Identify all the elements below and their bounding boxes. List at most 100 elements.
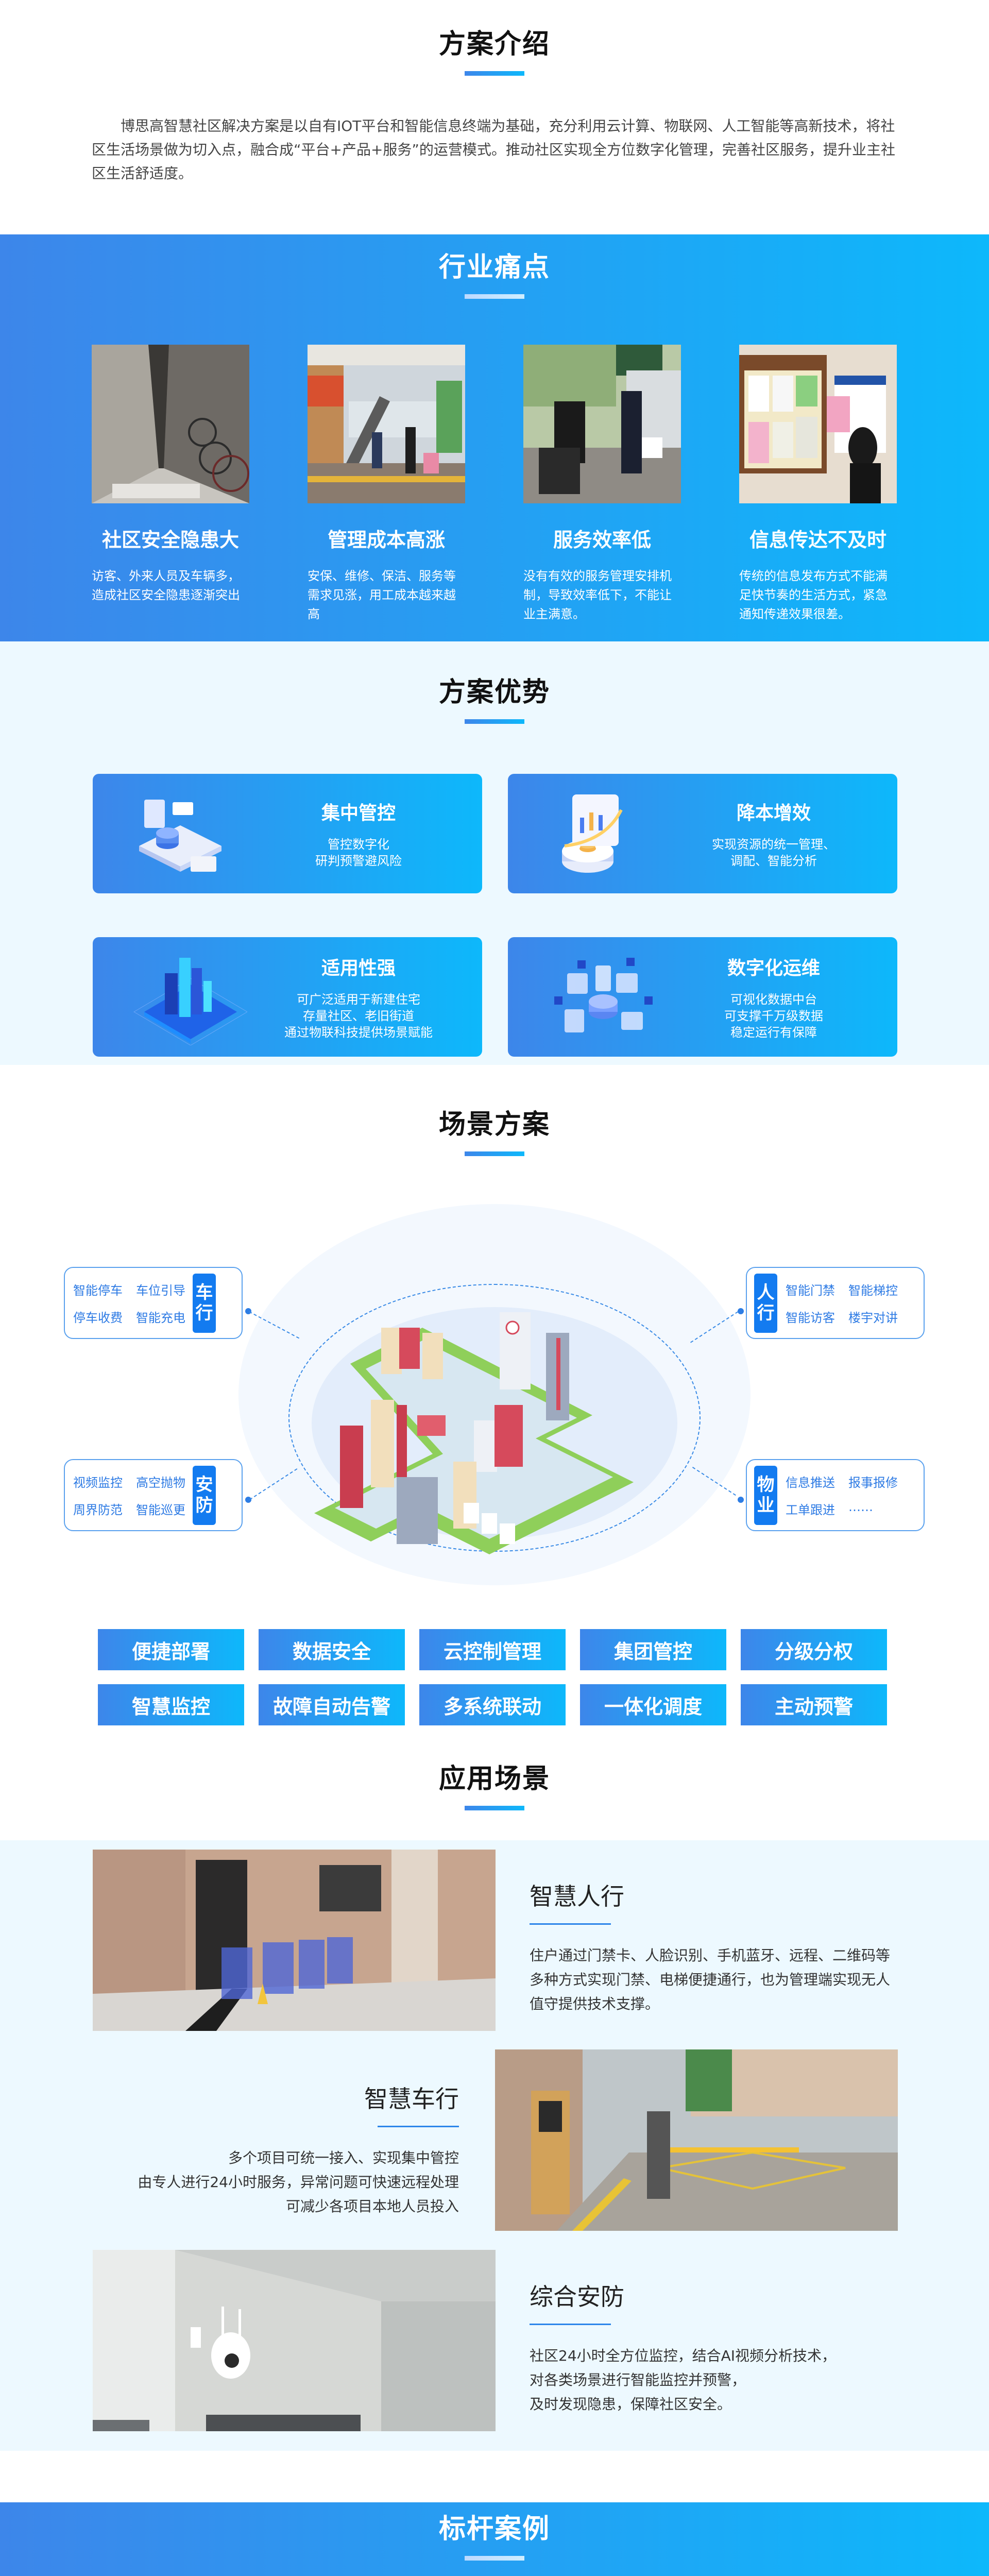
scene-item: 报事报修 (848, 1476, 898, 1490)
scene-item: 停车收费 (73, 1311, 123, 1325)
title-underline (465, 719, 524, 724)
pain-point-title: 信息传达不及时 (749, 529, 886, 551)
scene-tag-property: 物业 (754, 1465, 777, 1525)
scene-item: …… (848, 1500, 873, 1514)
application-row: 智慧车行 多个项目可统一接入、实现集中管控 由专人进行24小时服务，异常问题可快… (93, 2049, 898, 2231)
intro-section: 方案介绍 博思高智慧社区解决方案是以自有IOT平台和智能信息终端为基础，充分利用… (0, 0, 989, 234)
application-row: 综合安防 社区24小时全方位监控，结合AI视频分析技术， 对各类场景进行智能监控… (93, 2250, 898, 2431)
advantage-card: 降本增效 实现资源的统一管理、 调配、智能分析 (508, 774, 897, 893)
pain-point-title: 服务效率低 (553, 529, 651, 551)
data-network-illustration (554, 958, 653, 1032)
section-title-pain-points: 行业痛点 (438, 252, 550, 283)
advantage-line: 实现资源的统一管理、 (712, 837, 835, 852)
advantage-title: 数字化运维 (727, 958, 820, 979)
advantages-section: 方案优势 集中管控 管控数字化 研判预警避风险 (0, 641, 989, 1065)
scene-item: 周界防范 (73, 1503, 123, 1517)
pain-point-title: 管理成本高涨 (327, 529, 445, 551)
advantage-line: 通过物联科技提供场景赋能 (284, 1025, 433, 1040)
intro-paragraph: 博思高智慧社区解决方案是以自有IOT平台和智能信息终端为基础，充分利用云计算、物… (92, 117, 895, 182)
pain-points-section: 行业痛点 社区安全隐患大 访客、外来人员及车辆多，造成社区安全隐患逐渐突出 (0, 234, 989, 641)
application-title: 综合安防 (530, 2283, 624, 2311)
scene-box-property: 物业信息推送报事报修工单跟进 …… (746, 1459, 925, 1531)
title-underline (465, 1151, 524, 1156)
pain-point-desc: 安保、维修、保洁、服务等需求见涨，用工成本越来越高 (308, 569, 456, 621)
scene-solution-section: 场景方案 智能停车 车位引导 停车收费 智能充电 (0, 1065, 989, 1601)
application-title: 智慧人行 (530, 1883, 624, 1910)
benchmark-cases-section: 标杆案例 (0, 2502, 989, 2576)
connector-dot (738, 1497, 744, 1503)
pain-point-desc: 传统的信息发布方式不能满足快节奏的生活方式，紧急通知传递效果很差。 (739, 569, 888, 621)
advantage-line: 研判预警避风险 (315, 854, 402, 868)
application-desc-line: 由专人进行24小时服务，异常问题可快速远程处理 (138, 2174, 459, 2191)
connector-dot (245, 1497, 251, 1503)
pain-point-card: 信息传达不及时 传统的信息发布方式不能满足快节奏的生活方式，紧急通知传递效果很差… (739, 345, 897, 624)
pain-point-desc: 访客、外来人员及车辆多，造成社区安全隐患逐渐突出 (92, 569, 240, 602)
lobby-turnstile-photo (93, 1850, 496, 2031)
pain-point-card: 管理成本高涨 安保、维修、保洁、服务等需求见涨，用工成本越来越高 (308, 345, 465, 624)
scene-tag-vehicle: 车行 (193, 1273, 216, 1333)
scene-item: 智能梯控 (848, 1283, 898, 1298)
application-underline (530, 2324, 611, 2325)
application-desc-line: 对各类场景进行智能监控并预警， (530, 2371, 746, 2388)
scene-item: 楼宇对讲 (848, 1311, 898, 1325)
scene-item: 工单跟进 (786, 1503, 835, 1517)
advantage-line: 稳定运行有保障 (730, 1025, 817, 1040)
feature-tag: 便捷部署 (98, 1629, 244, 1670)
scene-item: 智能充电 (136, 1311, 185, 1325)
spacer (0, 2451, 989, 2502)
section-title-applications: 应用场景 (438, 1764, 550, 1794)
scene-item: 信息推送 (786, 1476, 835, 1490)
advantage-card: 集中管控 管控数字化 研判预警避风险 (93, 774, 482, 893)
feature-tags-section: 便捷部署 数据安全 云控制管理 集团管控 分级分权 智慧监控 故障自动告警 多系… (0, 1601, 989, 1750)
scene-item: 高空抛物 (136, 1476, 185, 1490)
feature-tag: 故障自动告警 (259, 1684, 405, 1725)
feature-tag: 集团管控 (580, 1629, 726, 1670)
scene-item: 智能巡更 (136, 1503, 185, 1517)
scene-item: 智能门禁 (786, 1283, 835, 1298)
feature-tag: 一体化调度 (580, 1684, 726, 1725)
feature-tag: 数据安全 (259, 1629, 405, 1670)
section-title-cases: 标杆案例 (438, 2514, 550, 2545)
pain-point-title: 社区安全隐患大 (101, 529, 239, 551)
pain-point-card: 服务效率低 没有有效的服务管理安排机制，导致效率低下，不能让业主满意。 (523, 345, 681, 624)
scene-item: 智能停车 (73, 1283, 123, 1298)
pain-point-card: 社区安全隐患大 访客、外来人员及车辆多，造成社区安全隐患逐渐突出 (92, 345, 249, 624)
application-underline (378, 2126, 459, 2127)
advantage-title: 适用性强 (321, 958, 396, 979)
section-title-advantages: 方案优势 (438, 677, 550, 708)
advantage-title: 集中管控 (321, 803, 396, 824)
advantage-line: 调配、智能分析 (730, 854, 817, 868)
security-guard-scooter-photo (523, 345, 681, 503)
control-platform-illustration (139, 800, 221, 872)
scene-tag-security: 安防 (193, 1465, 216, 1525)
growth-chart-illustration (562, 794, 623, 873)
advantage-line: 可视化数据中台 (730, 992, 817, 1007)
city-buildings-illustration (133, 958, 247, 1045)
scene-item: 车位引导 (136, 1283, 185, 1298)
application-desc: 住户通过门禁卡、人脸识别、手机蓝牙、远程、二维码等多种方式实现门禁、电梯便捷通行… (530, 1947, 891, 2012)
section-title-scenes: 场景方案 (438, 1109, 550, 1140)
title-underline (465, 71, 524, 76)
application-title: 智慧车行 (364, 2085, 459, 2113)
advantage-card: 数字化运维 可视化数据中台 可支撑千万级数据 稳定运行有保障 (508, 937, 897, 1057)
feature-tag: 多系统联动 (419, 1684, 566, 1725)
application-desc-line: 及时发现隐患，保障社区安全。 (530, 2396, 732, 2413)
advantage-title: 降本增效 (736, 803, 811, 824)
pain-point-desc: 没有有效的服务管理安排机制，导致效率低下，不能让业主满意。 (523, 569, 672, 621)
advantage-line: 存量社区、老旧街道 (303, 1009, 414, 1023)
advantage-line: 管控数字化 (328, 837, 389, 852)
connector-dot (738, 1308, 744, 1314)
community-gate-guard-photo (308, 345, 465, 503)
advantage-card: 适用性强 可广泛适用于新建住宅 存量社区、老旧街道 通过物联科技提供场景赋能 (93, 937, 482, 1057)
scene-tag-pedestrian: 人行 (754, 1273, 777, 1333)
feature-tag: 云控制管理 (419, 1629, 566, 1670)
connector-dot (245, 1308, 251, 1314)
application-desc-line: 多个项目可统一接入、实现集中管控 (228, 2149, 459, 2166)
advantage-line: 可支撑千万级数据 (724, 1009, 823, 1023)
applications-header: 应用场景 (0, 1750, 989, 1840)
application-desc-line: 可减少各项目本地人员投入 (285, 2198, 459, 2215)
application-underline (530, 1923, 611, 1925)
title-underline (465, 1806, 524, 1810)
applications-section: 智慧人行 住户通过门禁卡、人脸识别、手机蓝牙、远程、二维码等多种方式实现门禁、电… (0, 1840, 989, 2451)
scene-item: 智能访客 (786, 1311, 835, 1325)
